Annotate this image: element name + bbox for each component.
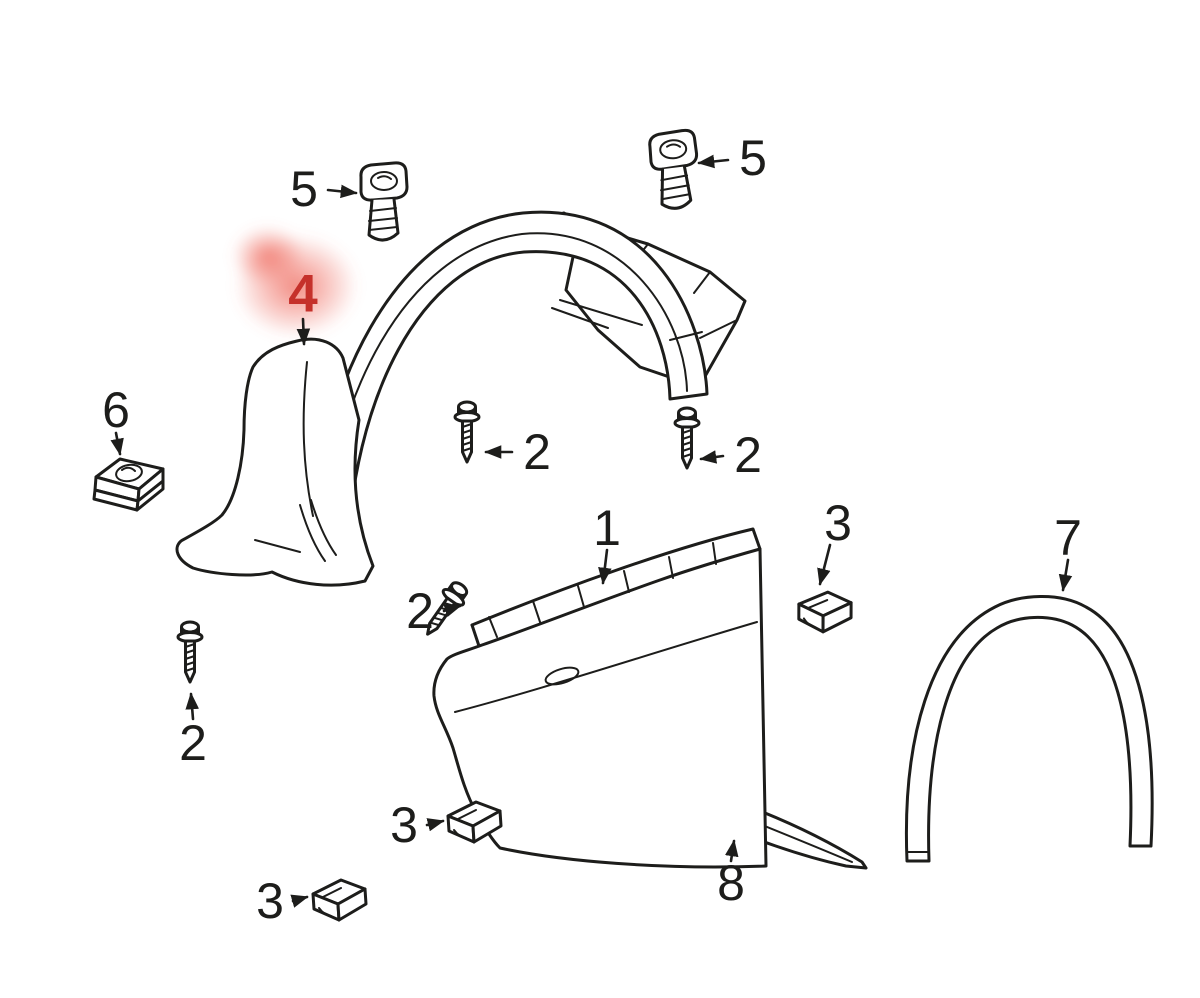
callout-arrow-2-arch-right bbox=[699, 450, 725, 464]
callout-arrows bbox=[110, 154, 1073, 908]
callout-3-right-label: 3 bbox=[824, 495, 852, 551]
clip3-instance bbox=[795, 588, 855, 636]
callout-arrow-7 bbox=[1058, 558, 1073, 592]
part-4-fender-liner bbox=[175, 210, 747, 587]
part-2-screw-arch-left bbox=[453, 400, 481, 464]
callout-1-label: 1 bbox=[593, 500, 621, 556]
callout-arrow-1 bbox=[598, 548, 612, 585]
screw-instance bbox=[176, 620, 204, 684]
callout-2-fender-top-label: 2 bbox=[406, 583, 434, 639]
fender-crease-line bbox=[454, 621, 758, 713]
liner-panel-slot bbox=[299, 499, 337, 562]
arch-molding-band bbox=[904, 595, 1154, 863]
callout-arrow-5-right bbox=[697, 154, 730, 169]
callout-arrow-3-bottom bbox=[290, 894, 309, 908]
part-3-clip-right bbox=[795, 588, 855, 636]
part-3-clip-bottom bbox=[311, 878, 368, 922]
clip6-coil bbox=[115, 463, 143, 483]
fender-slot bbox=[544, 666, 580, 686]
screw-instance bbox=[453, 400, 481, 464]
fender-flange-end bbox=[470, 623, 481, 648]
callout-2-arch-left-label: 2 bbox=[523, 424, 551, 480]
callout-6-label: 6 bbox=[102, 382, 130, 438]
screw-instance bbox=[673, 406, 701, 470]
part-4-highlight-glow bbox=[232, 226, 358, 338]
part-2-screw-lower-left bbox=[176, 620, 204, 684]
callout-arrow-6 bbox=[110, 431, 124, 456]
callout-labels: 5 5 4 6 2 2 2 2 1 3 3 3 7 8 bbox=[102, 130, 1082, 929]
part-1-fender bbox=[432, 527, 768, 869]
clip5-instance bbox=[647, 128, 702, 212]
callout-5-left-label: 5 bbox=[290, 161, 318, 217]
part-5-clip-right bbox=[647, 128, 702, 212]
callout-7-label: 7 bbox=[1054, 510, 1082, 566]
callout-2-lower-left-label: 2 bbox=[179, 715, 207, 771]
callout-arrow-4 bbox=[296, 317, 311, 346]
callout-arrow-2-fender-top bbox=[442, 604, 462, 618]
callout-arrow-5-left bbox=[326, 184, 358, 199]
glow-blob bbox=[232, 226, 304, 286]
part-5-clip-left bbox=[359, 161, 409, 242]
part-6-clip bbox=[92, 457, 165, 512]
liner-panel-crease bbox=[302, 361, 314, 517]
callout-2-arch-right-label: 2 bbox=[734, 427, 762, 483]
clip6-lower-side bbox=[135, 479, 165, 512]
liner-front-panel bbox=[175, 337, 375, 587]
liner-arch-tick bbox=[669, 331, 703, 341]
clip5-instance bbox=[359, 161, 409, 242]
fender-outline bbox=[432, 547, 768, 869]
callout-3-bottom-label: 3 bbox=[256, 873, 284, 929]
liner-arch-band bbox=[308, 210, 709, 564]
clip3-instance bbox=[311, 878, 368, 922]
callout-arrow-2-lower-left bbox=[185, 692, 199, 721]
clip6-coil-detail bbox=[121, 466, 136, 472]
callout-3-fender-left-label: 3 bbox=[390, 797, 418, 853]
liner-structure-detail bbox=[551, 299, 643, 329]
fender-top-flange bbox=[470, 527, 762, 627]
callout-5-right-label: 5 bbox=[739, 130, 767, 186]
liner-panel-detail bbox=[254, 539, 301, 553]
callout-arrow-3-fender-left bbox=[425, 818, 445, 832]
part-2-screw-arch-right bbox=[673, 406, 701, 470]
callout-arrow-3-right bbox=[817, 543, 832, 586]
callout-4-label: 4 bbox=[288, 265, 318, 324]
callout-arrow-8 bbox=[725, 839, 739, 863]
part-7-arch-molding bbox=[904, 595, 1154, 863]
fender-flange-ticks bbox=[488, 542, 717, 638]
callout-8-label: 8 bbox=[717, 855, 745, 911]
